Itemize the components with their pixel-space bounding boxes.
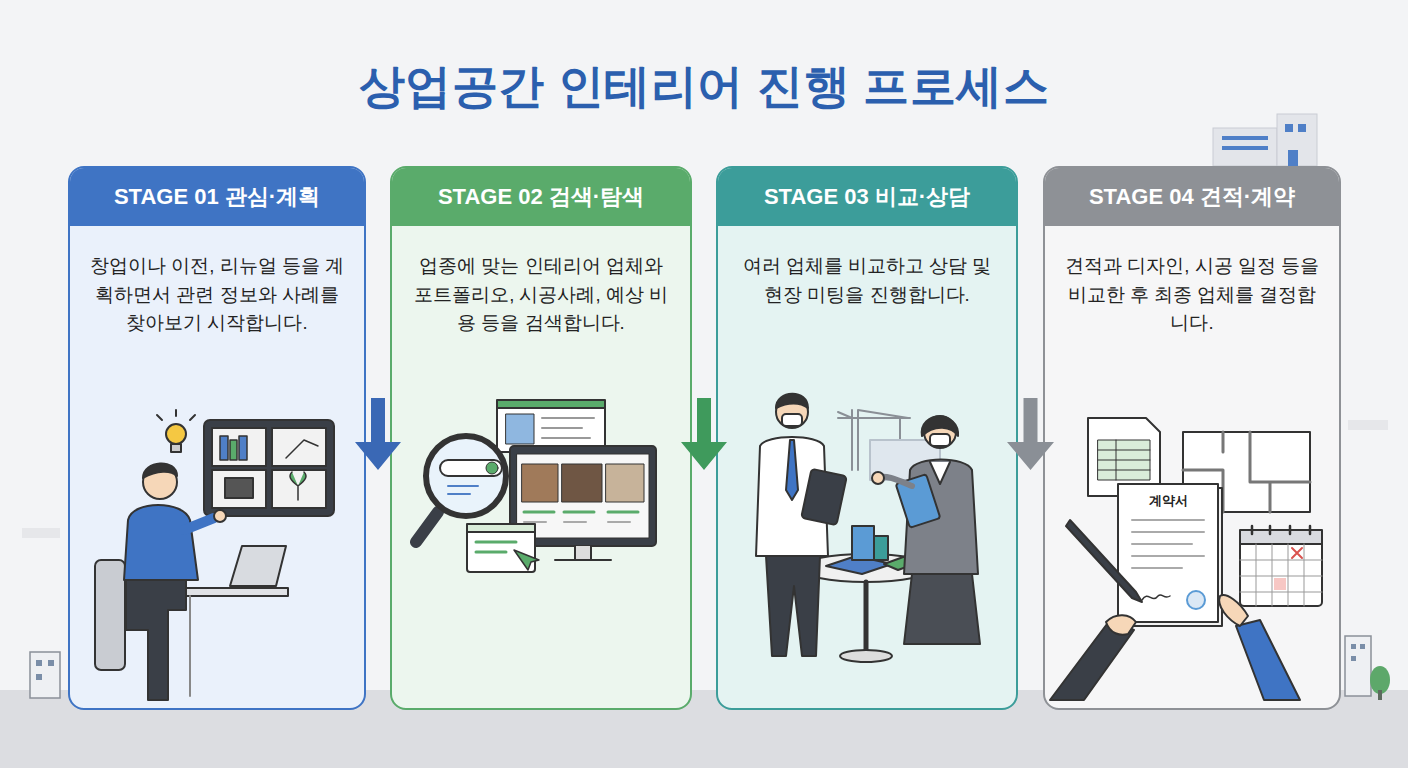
flow-arrow [681,398,727,470]
flow-arrow [1007,398,1054,470]
stage-card: STAGE 04 견적·계약견적과 디자인, 시공 일정 등을 비교한 후 최종… [1043,166,1341,710]
document-title: 계약서 [1149,493,1188,508]
stage-card: STAGE 03 비교·상담여러 업체를 비교하고 상담 및 현장 미팅을 진행… [716,166,1018,710]
stage-header: STAGE 03 비교·상담 [718,168,1016,226]
planning-illustration [95,410,334,700]
stage-description: 여러 업체를 비교하고 상담 및 현장 미팅을 진행합니다. [718,226,1016,309]
search-illustration [416,400,656,572]
stage-header: STAGE 01 관심·계획 [70,168,364,226]
flow-arrow [355,398,401,470]
stage-description: 창업이나 이전, 리뉴얼 등을 계획하면서 관련 정보와 사례를 찾아보기 시작… [70,226,364,338]
stage-description: 견적과 디자인, 시공 일정 등을 비교한 후 최종 업체를 결정합니다. [1045,226,1339,338]
stage-card: STAGE 02 검색·탐색업종에 맞는 인테리어 업체와 포트폴리오, 시공사… [390,166,692,710]
stage-header: STAGE 04 견적·계약 [1045,168,1339,226]
stage-description: 업종에 맞는 인테리어 업체와 포트폴리오, 시공사례, 예상 비용 등을 검색… [392,226,690,338]
stage-header: STAGE 02 검색·탐색 [392,168,690,226]
stage-card: STAGE 01 관심·계획창업이나 이전, 리뉴얼 등을 계획하면서 관련 정… [68,166,366,710]
contract-illustration: 계약서 [1050,418,1322,700]
diagram-title: 상업공간 인테리어 진행 프로세스 [0,56,1408,118]
consulting-illustration [756,394,980,662]
